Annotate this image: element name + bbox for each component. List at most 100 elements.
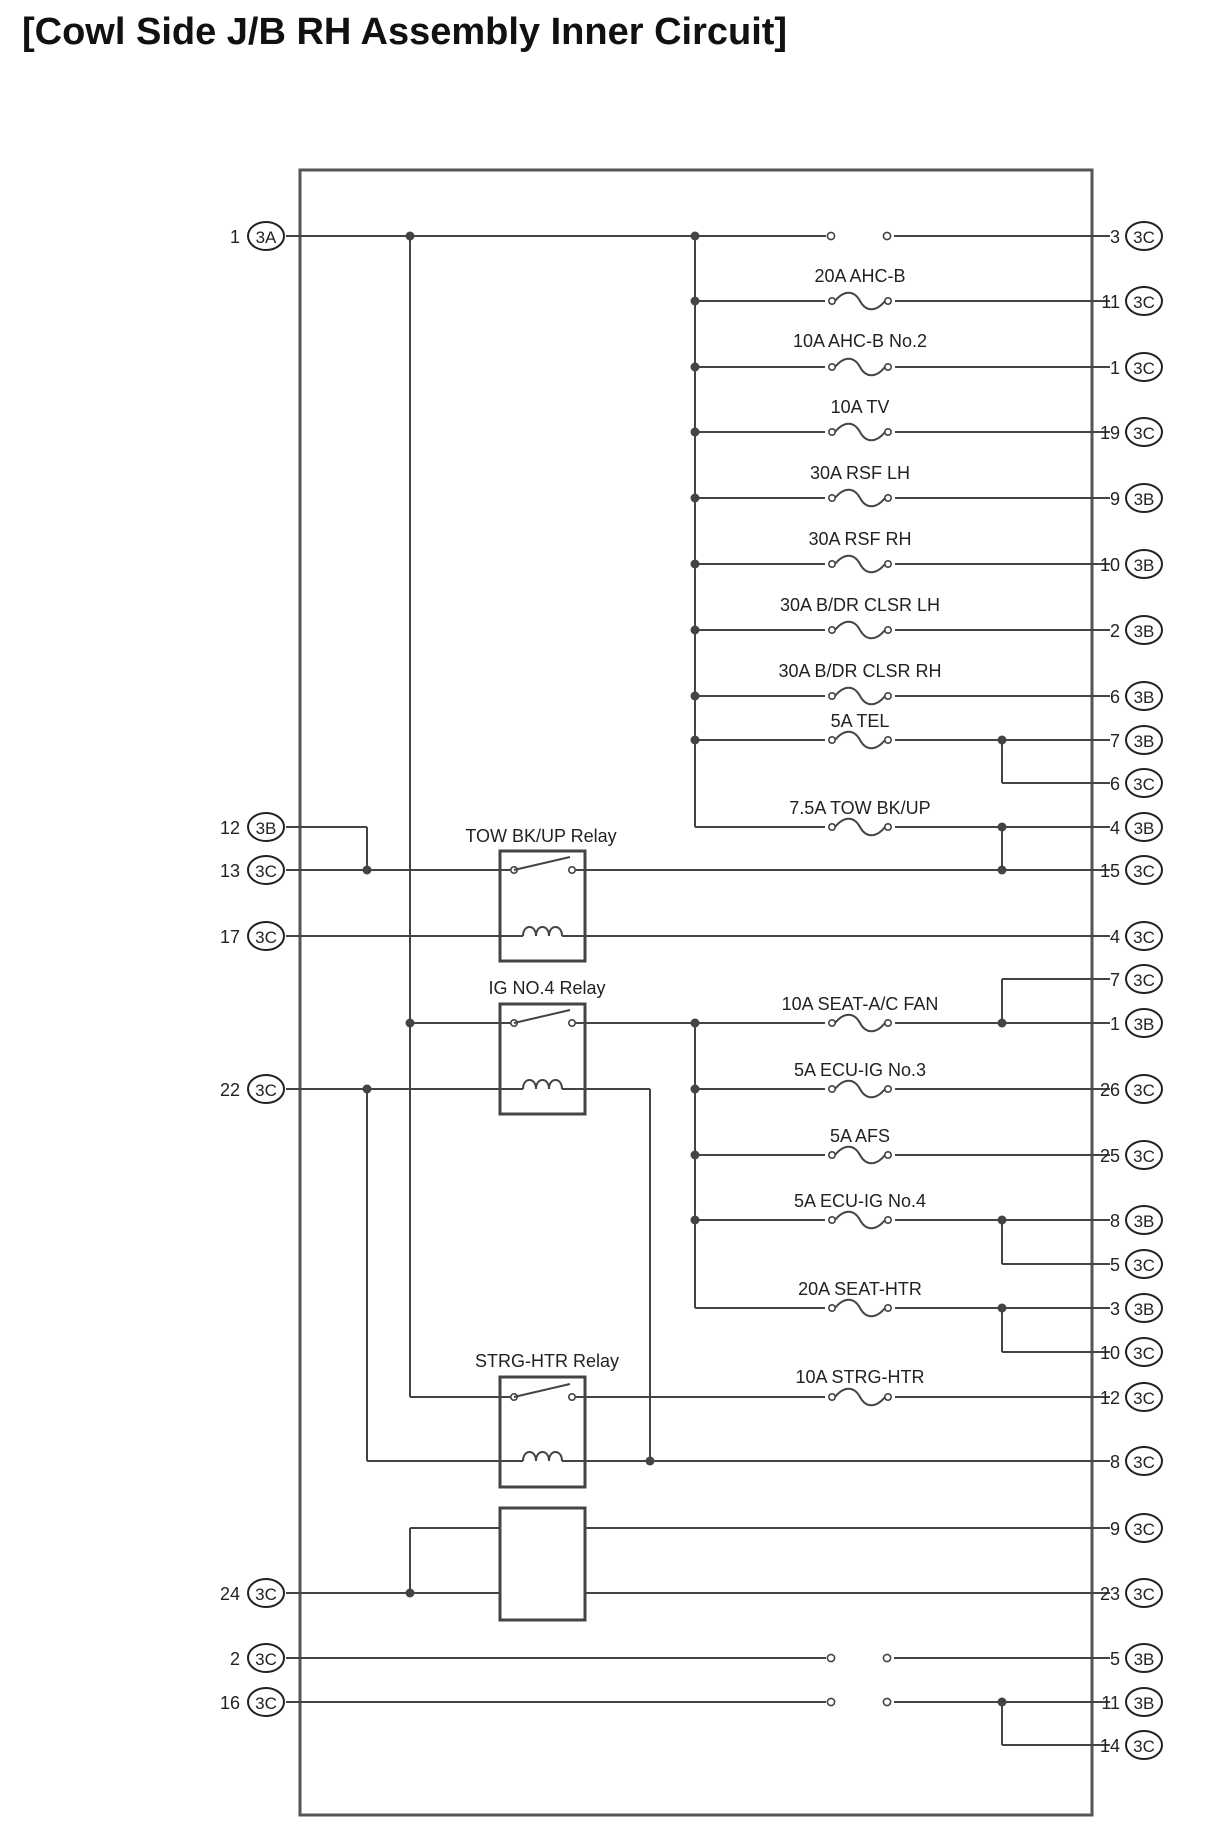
svg-text:11: 11	[1101, 292, 1120, 312]
junction-block-frame	[298, 168, 1094, 1817]
pin-right: 19 3C	[1100, 417, 1163, 447]
svg-text:3C: 3C	[1133, 971, 1155, 990]
svg-text:3C: 3C	[1133, 1256, 1155, 1275]
svg-text:3B: 3B	[1134, 688, 1155, 707]
pin-right: 2 3B	[1110, 615, 1163, 645]
svg-text:3B: 3B	[1134, 1300, 1155, 1319]
fuse-label: 5A AFS	[830, 1126, 890, 1146]
svg-text:3C: 3C	[1133, 1585, 1155, 1604]
svg-text:2: 2	[1110, 621, 1120, 641]
svg-text:7: 7	[1110, 970, 1120, 990]
fuse-label: 5A ECU-IG No.3	[794, 1060, 926, 1080]
fuse-label: 5A TEL	[831, 711, 890, 731]
pin-right: 6 3B	[1110, 681, 1163, 711]
svg-text:5: 5	[1110, 1255, 1120, 1275]
svg-text:1: 1	[1110, 358, 1120, 378]
relay-tow-bkup: TOW BK/UP Relay	[465, 826, 617, 963]
fuse-label: 10A STRG-HTR	[795, 1367, 924, 1387]
svg-text:3C: 3C	[255, 1081, 277, 1100]
svg-text:3C: 3C	[1133, 928, 1155, 947]
svg-text:12: 12	[220, 818, 240, 838]
pin-right: 9 3B	[1110, 483, 1163, 513]
pin-right: 25 3C	[1100, 1140, 1163, 1170]
svg-text:13: 13	[220, 861, 240, 881]
svg-text:3C: 3C	[1133, 1344, 1155, 1363]
svg-text:14: 14	[1100, 1736, 1120, 1756]
fuse-label: 10A TV	[831, 397, 890, 417]
svg-text:3C: 3C	[255, 1650, 277, 1669]
svg-text:3B: 3B	[1134, 1650, 1155, 1669]
pin-right: 14 3C	[1100, 1730, 1163, 1760]
fuse-symbols	[825, 291, 895, 1407]
svg-text:9: 9	[1110, 1519, 1120, 1539]
svg-text:3C: 3C	[1133, 775, 1155, 794]
svg-text:19: 19	[1100, 423, 1120, 443]
svg-text:3C: 3C	[1133, 1147, 1155, 1166]
fuse-label: 30A RSF LH	[810, 463, 910, 483]
svg-text:3C: 3C	[1133, 1520, 1155, 1539]
relay-ig-no4: IG NO.4 Relay	[488, 978, 606, 1116]
svg-text:3C: 3C	[1133, 424, 1155, 443]
svg-text:1: 1	[1110, 1014, 1120, 1034]
svg-text:1: 1	[230, 227, 240, 247]
svg-text:3B: 3B	[1134, 490, 1155, 509]
pin-right: 5 3C	[1110, 1249, 1163, 1279]
svg-text:25: 25	[1100, 1146, 1120, 1166]
relay-label: STRG-HTR Relay	[475, 1351, 619, 1371]
svg-text:3C: 3C	[1133, 228, 1155, 247]
svg-text:3C: 3C	[255, 1694, 277, 1713]
pin-12-3B: 12 3B	[220, 812, 285, 842]
junction-dots	[362, 231, 1007, 1707]
pin-right: 1 3C	[1110, 352, 1163, 382]
svg-text:3B: 3B	[1134, 1212, 1155, 1231]
svg-text:3C: 3C	[1133, 1737, 1155, 1756]
pin-right: 3 3B	[1110, 1293, 1163, 1323]
svg-text:3C: 3C	[1133, 359, 1155, 378]
svg-text:26: 26	[1100, 1080, 1120, 1100]
relay-label: TOW BK/UP Relay	[465, 826, 616, 846]
svg-text:3: 3	[1110, 1299, 1120, 1319]
control-module-block	[498, 1506, 587, 1622]
svg-text:3B: 3B	[256, 819, 277, 838]
svg-text:3C: 3C	[1133, 862, 1155, 881]
svg-text:3B: 3B	[1134, 622, 1155, 641]
page-title: [Cowl Side J/B RH Assembly Inner Circuit…	[22, 11, 788, 53]
pin-right: 8 3C	[1110, 1446, 1163, 1476]
svg-text:24: 24	[220, 1584, 240, 1604]
pin-right: 9 3C	[1110, 1513, 1163, 1543]
svg-text:3B: 3B	[1134, 819, 1155, 838]
svg-text:10: 10	[1100, 555, 1120, 575]
svg-text:8: 8	[1110, 1452, 1120, 1472]
svg-text:9: 9	[1110, 489, 1120, 509]
svg-text:4: 4	[1110, 818, 1120, 838]
pin-right: 8 3B	[1110, 1205, 1163, 1235]
svg-text:8: 8	[1110, 1211, 1120, 1231]
svg-text:3C: 3C	[1133, 1453, 1155, 1472]
fuse-label: 30A B/DR CLSR RH	[778, 661, 941, 681]
fuse-labels: 20A AHC-B 10A AHC-B No.2 10A TV 30A RSF …	[778, 266, 941, 1387]
svg-text:7: 7	[1110, 731, 1120, 751]
svg-text:11: 11	[1101, 1693, 1120, 1713]
svg-text:3C: 3C	[1133, 1081, 1155, 1100]
fuse-label: 5A ECU-IG No.4	[794, 1191, 926, 1211]
svg-text:6: 6	[1110, 687, 1120, 707]
pin-right: 26 3C	[1100, 1074, 1163, 1104]
svg-text:3C: 3C	[1133, 1389, 1155, 1408]
